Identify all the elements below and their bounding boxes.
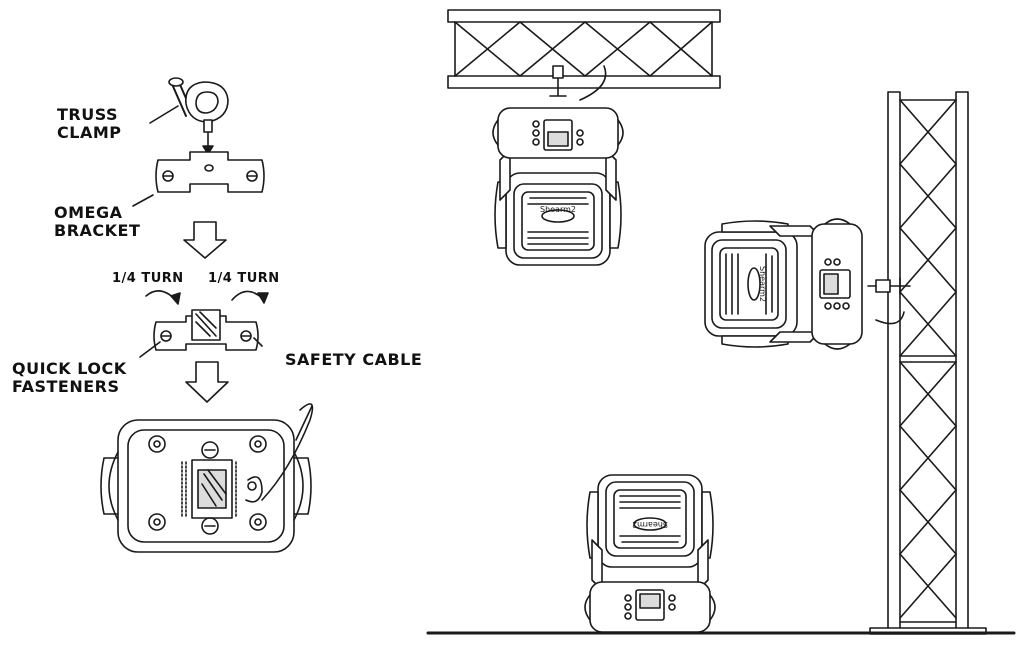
- omega-bracket-label: OMEGA BRACKET: [54, 203, 141, 241]
- down-arrow-1: [183, 221, 227, 259]
- quick-lock-fasteners-label: QUICK LOCK FASTENERS: [12, 359, 127, 397]
- omega-bracket-label-line2: BRACKET: [54, 221, 141, 241]
- quarter-turn-left-label: 1/4 TURN: [112, 271, 184, 286]
- truss-clamp-label: TRUSS CLAMP: [57, 105, 122, 143]
- fixture-base-top-view: [100, 403, 314, 553]
- truss-clamp-label-line2: CLAMP: [57, 123, 122, 143]
- rotate-right-arrow-icon: [231, 290, 269, 304]
- horizontal-truss: [447, 9, 721, 89]
- safety-cable-label: SAFETY CABLE: [285, 350, 423, 369]
- brand-mark-top: Shearm2: [540, 205, 576, 214]
- brand-mark-side: Shearm2: [758, 266, 767, 302]
- truss-clamp-label-line1: TRUSS: [57, 105, 119, 124]
- brand-mark-floor: Shearm2: [632, 520, 668, 529]
- bracket-with-fasteners-icon: [139, 309, 263, 358]
- fixture-side-mounted: [704, 218, 911, 350]
- truss-clamp-icon: [149, 77, 229, 155]
- vertical-truss: [869, 91, 987, 635]
- fixture-hanging-top: [492, 65, 624, 266]
- quick-lock-label-line1: QUICK LOCK: [12, 359, 127, 378]
- omega-bracket-icon: [132, 151, 265, 207]
- down-arrow-2: [185, 361, 229, 403]
- quarter-turn-right-label: 1/4 TURN: [208, 271, 280, 286]
- rotate-left-arrow-icon: [145, 290, 181, 305]
- omega-bracket-label-line1: OMEGA: [54, 203, 123, 222]
- quick-lock-label-line2: FASTENERS: [12, 377, 120, 397]
- fixture-floor-standing: [584, 474, 716, 633]
